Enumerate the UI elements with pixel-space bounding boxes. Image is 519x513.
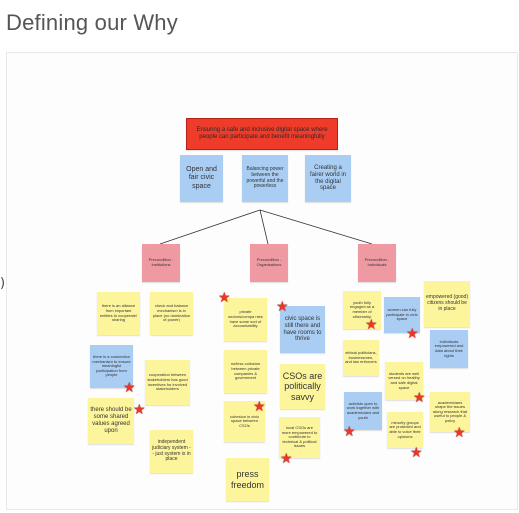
chevron-left-icon[interactable]: ) <box>0 276 6 291</box>
precondition-institutions[interactable]: Precondition - Institutions <box>142 244 180 282</box>
star-icon: ★ <box>123 380 136 396</box>
sticky-note-youth-engaged[interactable]: youth fully engaged as a member of citiz… <box>343 291 381 329</box>
sticky-note-minority-groups[interactable]: minority groups are protected and able t… <box>387 412 423 448</box>
sticky-note-judiciary[interactable]: independent judiciary system -- just sys… <box>150 430 193 473</box>
sticky-note-local-csos[interactable]: local CSOs are more empowered to contrib… <box>279 417 320 458</box>
precondition-organisations[interactable]: Precondition - Organisations <box>250 244 288 282</box>
sticky-note-women-participate[interactable]: women can fully participate in civic spa… <box>384 297 420 333</box>
aim-note-balancing-power[interactable]: Balancing power between the powerful and… <box>242 155 288 202</box>
sticky-note-less-collusion[interactable]: no/less collusion between private compan… <box>224 350 267 393</box>
star-icon: ★ <box>218 290 231 306</box>
star-icon: ★ <box>365 317 378 333</box>
sticky-note-csos-politically-savvy[interactable]: CSOs are politically savvy <box>280 364 325 409</box>
sticky-note-check-balance[interactable]: check and balance mechanism is in place … <box>150 292 193 335</box>
star-icon: ★ <box>406 326 419 342</box>
aim-note-fairer-world[interactable]: Creating a fairer world in the digital s… <box>305 155 351 202</box>
sticky-note-academicians[interactable]: academicians shape the issues along rese… <box>430 392 470 432</box>
sticky-note-cooperation[interactable]: cooperation between stakeholders has goo… <box>145 360 190 405</box>
sticky-note-private-sectors[interactable]: private sectors/compa nies have some sor… <box>224 298 267 341</box>
star-icon: ★ <box>343 424 356 440</box>
star-icon: ★ <box>280 451 293 467</box>
sticky-note-alliance[interactable]: there is an alliance from important enti… <box>97 292 140 335</box>
sticky-note-civic-space-thrive[interactable]: civic space is still there and have room… <box>280 306 325 353</box>
sticky-note-connection-mechanism[interactable]: there is a connection mechanism to ensur… <box>90 345 133 388</box>
precondition-individuals[interactable]: Precondition - Individuals <box>358 244 396 282</box>
star-icon: ★ <box>133 402 146 418</box>
star-icon: ★ <box>453 425 466 441</box>
sticky-note-shared-values[interactable]: there should be some shared values agree… <box>88 398 134 444</box>
star-icon: ★ <box>413 390 426 406</box>
star-icon: ★ <box>410 445 423 461</box>
sticky-note-empowered-citizens[interactable]: empowered (good) citizens should be in p… <box>424 281 470 327</box>
sticky-note-students-safe-space[interactable]: students are well versed on healthy and … <box>385 362 423 400</box>
sticky-note-individuals-empowered[interactable]: individuals empowered and data about the… <box>430 330 468 368</box>
aim-note-open-civic-space[interactable]: Open and fair civic space <box>180 155 223 202</box>
goal-note[interactable]: Ensuring a safe and inclusive digital sp… <box>186 118 338 150</box>
sticky-note-ethical-politicians[interactable]: ethical politicians, businessmen, and la… <box>343 340 379 376</box>
star-icon: ★ <box>276 299 289 315</box>
sticky-note-activists-work-together[interactable]: activists open to work together with aca… <box>344 392 382 430</box>
sticky-note-cohesion-csos[interactable]: cohesion in civic space between CSOs <box>224 401 265 442</box>
sticky-note-press-freedom[interactable]: press freedom <box>226 458 269 501</box>
star-icon: ★ <box>253 399 266 415</box>
page-title: Defining our Why <box>6 10 178 35</box>
